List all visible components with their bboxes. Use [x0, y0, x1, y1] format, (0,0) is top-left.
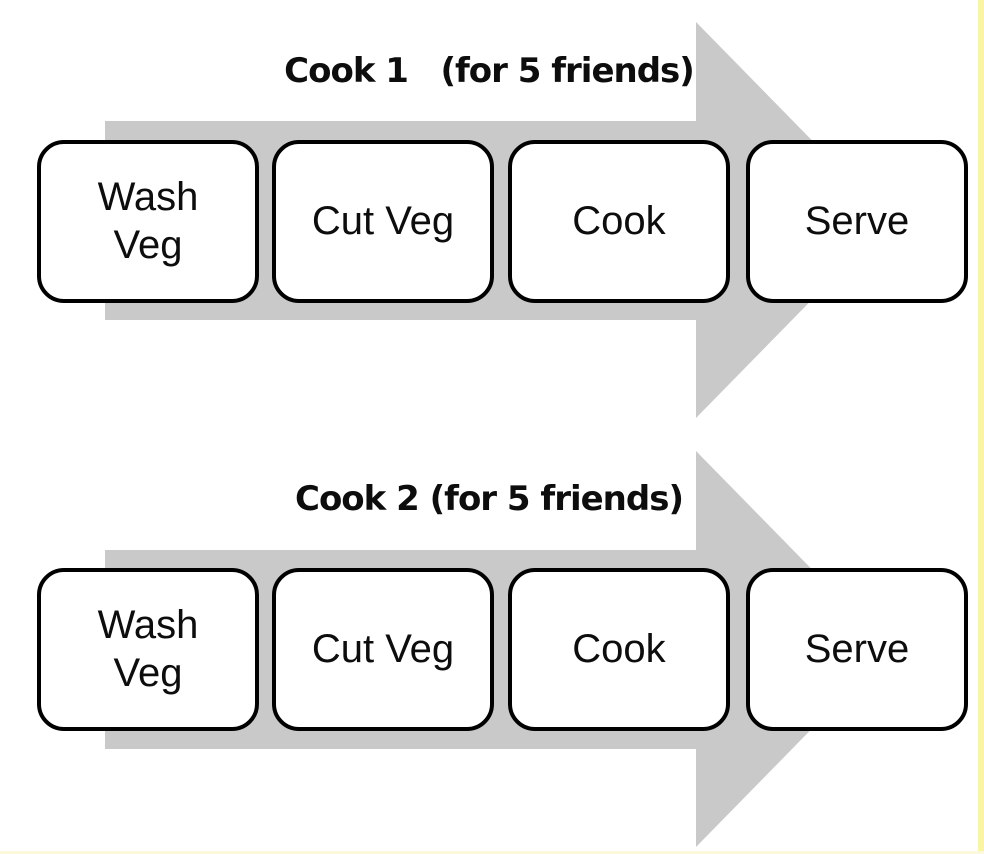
step-box-cut-veg: Cut Veg [272, 140, 494, 303]
row-title-cook1: Cook 1 (for 5 friends) [284, 51, 695, 91]
step-label: Cut Veg [311, 198, 455, 243]
step-box-cut-veg: Cut Veg [272, 568, 494, 731]
step-label: Cut Veg [311, 626, 455, 671]
process-arrow-shape [105, 451, 890, 847]
process-arrow-icon [105, 451, 890, 847]
step-label: Serve [804, 198, 910, 243]
step-label: Wash Veg [97, 603, 199, 695]
process-arrow-icon [105, 22, 890, 418]
step-label: Wash Veg [97, 175, 199, 267]
accent-stripe-right [978, 0, 984, 854]
step-box-wash-veg: Wash Veg [37, 568, 259, 731]
step-box-serve: Serve [746, 568, 968, 731]
row-title-cook2: Cook 2 (for 5 friends) [295, 479, 684, 519]
step-label: Serve [804, 626, 910, 671]
step-box-wash-veg: Wash Veg [37, 140, 259, 303]
step-label: Cook [572, 626, 666, 671]
step-box-cook: Cook [508, 568, 730, 731]
step-label: Cook [572, 198, 666, 243]
step-box-cook: Cook [508, 140, 730, 303]
step-box-serve: Serve [746, 140, 968, 303]
accent-stripe-bottom [0, 851, 984, 854]
process-arrow-shape [105, 22, 890, 418]
